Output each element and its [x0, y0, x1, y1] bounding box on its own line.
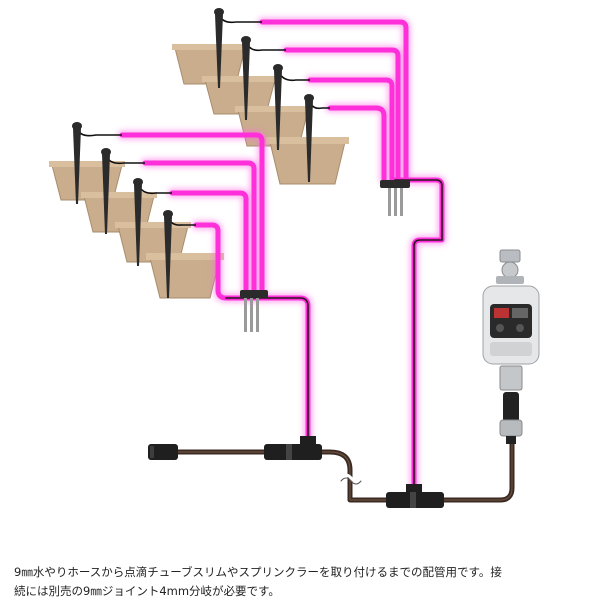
drip-stake-icon	[101, 148, 111, 234]
faucet-icon	[496, 249, 524, 284]
hose-end-cap	[148, 444, 178, 460]
t-joint-lower	[386, 484, 444, 508]
drip-tube-highlight	[117, 17, 447, 505]
drip-stake-icon	[72, 122, 82, 204]
drip-stake-icon	[214, 8, 224, 88]
drip-stake-icon	[133, 178, 143, 266]
water-timer-icon	[482, 285, 540, 365]
irrigation-diagram	[49, 8, 540, 508]
drip-stake-icon	[163, 210, 173, 298]
manifold-junction-lower	[240, 290, 268, 332]
planter-pot-icon	[146, 253, 224, 299]
drip-stake-icon	[304, 94, 314, 182]
hose-connector	[499, 365, 523, 444]
main-hose	[157, 437, 515, 503]
caption-line-1: 9㎜水やりホースから点滴チューブスリムやスプリンクラーを取り付けるまでの配管用で…	[14, 565, 502, 579]
t-joint-upper	[264, 436, 322, 460]
caption-line-2: 続には別売の9㎜ジョイント4mm分岐が必要です。	[14, 584, 280, 598]
drip-stake-icon	[241, 36, 251, 120]
manifold-junction-upper	[380, 180, 410, 216]
drip-stake-icon	[273, 64, 283, 150]
caption: 9㎜水やりホースから点滴チューブスリムやスプリンクラーを取り付けるまでの配管用で…	[14, 563, 594, 601]
drip-stakes	[72, 8, 314, 298]
